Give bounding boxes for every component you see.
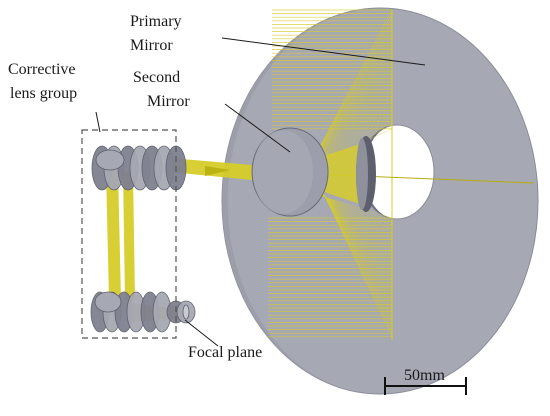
- corrective-lens-group: [90, 145, 196, 333]
- reflected-ray: [317, 60, 393, 156]
- secondary-mirror-shade: [253, 130, 313, 214]
- reflected-ray: [317, 81, 393, 159]
- second-mirror-label-line1: Second: [133, 69, 181, 86]
- reflected-ray: [317, 42, 393, 154]
- reflected-ray: [317, 53, 393, 155]
- reflected-ray: [317, 106, 393, 162]
- reflected-ray: [317, 74, 393, 158]
- reflected-ray: [317, 181, 393, 337]
- leader-focal-plane: [184, 319, 219, 347]
- reflected-ray: [317, 67, 393, 157]
- beam-focus: [205, 166, 230, 176]
- primary-mirror-label-line1: Primary: [130, 13, 182, 30]
- secondary-to-hole-bundle: [318, 142, 366, 206]
- corrective-group-label-line1: Corrective: [8, 61, 76, 78]
- reflected-ray: [317, 35, 393, 153]
- reflected-ray: [317, 9, 393, 151]
- second-mirror-label-line2: Mirror: [147, 93, 190, 110]
- reflected-ray: [317, 38, 393, 154]
- reflected-ray: [317, 31, 393, 153]
- leader-second-mirror: [224, 103, 291, 153]
- baffle-element: [356, 136, 376, 212]
- primary-mirror-label-line2: Mirror: [130, 37, 173, 54]
- relay-beam-left: [106, 170, 121, 300]
- reflected-ray: [317, 103, 393, 161]
- leader-primary-mirror: [221, 37, 426, 66]
- reflected-ray: [317, 114, 393, 162]
- leader-corrective-group: [95, 111, 101, 133]
- fold-mirror-top: [95, 149, 125, 171]
- reflected-ray: [317, 24, 393, 152]
- focal-plane-label: Focal plane: [188, 344, 263, 361]
- scale-bar: [384, 377, 467, 395]
- corrective-group-label-line2: lens group: [10, 85, 78, 102]
- reflected-ray: [317, 85, 393, 159]
- reflected-ray: [317, 99, 393, 161]
- ray-bundles: [106, 9, 535, 340]
- reflected-ray: [317, 27, 393, 153]
- fold-mirror-bottom: [94, 291, 122, 313]
- reflected-ray: [317, 63, 393, 157]
- secondary-mirror: [251, 127, 329, 217]
- scale-bar-label: 50mm: [404, 367, 445, 384]
- leader-lines: [95, 37, 426, 347]
- reflected-ray: [317, 89, 393, 159]
- corrective-group-box: [81, 129, 177, 339]
- reflected-ray: [317, 110, 393, 162]
- reflected-ray: [317, 49, 393, 155]
- baffle-front: [356, 138, 368, 210]
- reflected-ray: [317, 194, 393, 219]
- relay-beam-right: [123, 172, 135, 300]
- reflected-ray: [317, 56, 393, 156]
- focal-plane-element: [182, 304, 190, 320]
